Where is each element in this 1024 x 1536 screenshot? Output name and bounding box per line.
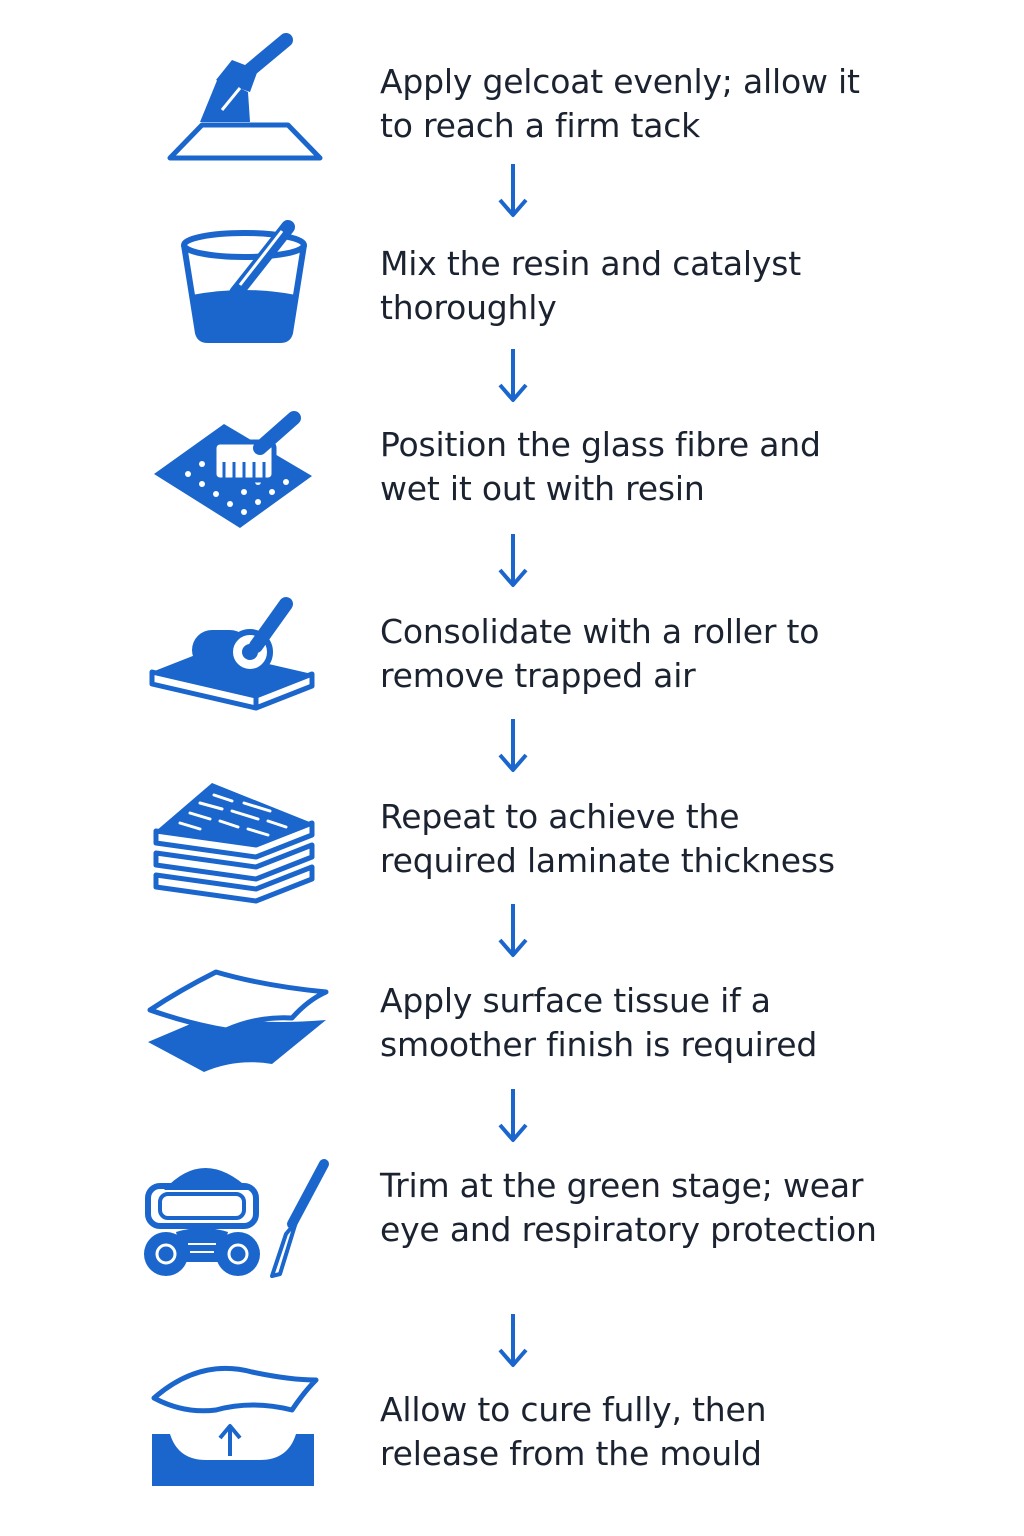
arrow-down-icon bbox=[495, 717, 531, 775]
step-2-text: Mix the resin and catalyst thoroughly bbox=[380, 244, 801, 327]
step-1-text: Apply gelcoat evenly; allow it to reach … bbox=[380, 62, 860, 145]
arrow-down-icon bbox=[495, 162, 531, 220]
laminate-layers-icon bbox=[140, 775, 340, 915]
mould-release-icon bbox=[140, 1358, 340, 1498]
arrow-down-icon bbox=[495, 1312, 531, 1370]
step-4-text: Consolidate with a roller to remove trap… bbox=[380, 612, 820, 695]
arrow-down-icon bbox=[495, 532, 531, 590]
respirator-knife-icon bbox=[140, 1150, 340, 1290]
arrow-down-icon bbox=[495, 902, 531, 960]
step-7-text: Trim at the green stage; wear eye and re… bbox=[380, 1166, 877, 1249]
fibre-mat-brush-icon bbox=[140, 400, 340, 540]
mixing-bucket-icon bbox=[140, 215, 340, 355]
roller-icon bbox=[140, 590, 340, 730]
step-6-text: Apply surface tissue if a smoother finis… bbox=[380, 981, 818, 1064]
arrow-down-icon bbox=[495, 347, 531, 405]
arrow-down-icon bbox=[495, 1087, 531, 1145]
step-8-text: Allow to cure fully, then release from t… bbox=[380, 1390, 767, 1473]
surface-tissue-icon bbox=[140, 960, 340, 1100]
paintbrush-gelcoat-icon bbox=[140, 30, 340, 170]
step-5-text: Repeat to achieve the required laminate … bbox=[380, 797, 835, 880]
step-3-text: Position the glass fibre and wet it out … bbox=[380, 425, 821, 508]
